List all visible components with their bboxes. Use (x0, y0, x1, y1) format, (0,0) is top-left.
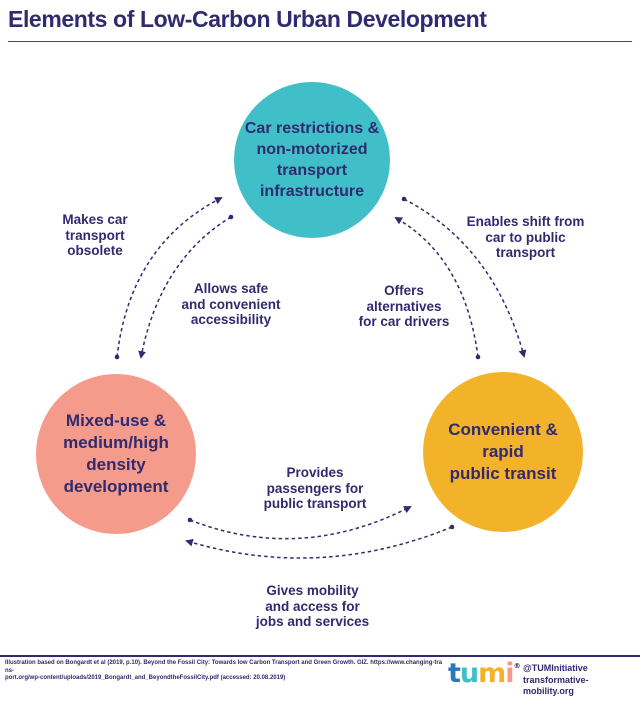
title-divider (8, 41, 632, 42)
node-mixed-use-development: Mixed-use & medium/high density developm… (36, 374, 196, 534)
arrow-start-dots (114, 196, 481, 530)
arrow-allows-accessibility (138, 216, 232, 359)
tumi-logo-letters: tumi (448, 658, 515, 689)
arrow-makes-car-obsolete (116, 197, 223, 358)
arrow-provides-passengers (189, 506, 412, 540)
tumi-logo: tumi® (448, 658, 521, 689)
arrow-enables-shift (403, 198, 527, 358)
cycle-arrows (114, 196, 527, 559)
arrow-gives-mobility (185, 526, 453, 559)
citation-line-2: port.org/wp-content/uploads/2019_Bongard… (5, 675, 286, 682)
edge-label-gives-mobility: Gives mobility and access for jobs and s… (255, 583, 370, 629)
edge-label-offers-alternatives: Offers alternatives for car drivers (358, 283, 450, 329)
node-car-restrictions: Car restrictions & non-motorized transpo… (234, 82, 390, 238)
citation-line-1: Illustration based on Bongardt et al (20… (5, 660, 443, 674)
edge-label-enables-shift: Enables shift from car to public transpo… (466, 214, 585, 260)
node-public-transit: Convenient & rapid public transit (423, 372, 583, 532)
edge-label-allows-accessibility: Allows safe and convenient accessibility (181, 281, 281, 327)
footer-divider (0, 655, 640, 657)
website-url: transformative-mobility.org (523, 674, 589, 697)
edge-label-provides-passengers: Provides passengers for public transport (263, 465, 367, 511)
arrow-offers-alternatives (394, 217, 479, 358)
edge-label-makes-car-obsolete: Makes car transport obsolete (62, 212, 128, 258)
citation-text: Illustration based on Bongardt et al (20… (5, 660, 443, 683)
page-title: Elements of Low-Carbon Urban Development (8, 6, 487, 32)
social-handle: @TUMInitiative (523, 663, 588, 673)
registered-trademark-symbol: ® (513, 662, 521, 670)
footer-social-block: @TUMInitiative transformative-mobility.o… (523, 663, 638, 698)
